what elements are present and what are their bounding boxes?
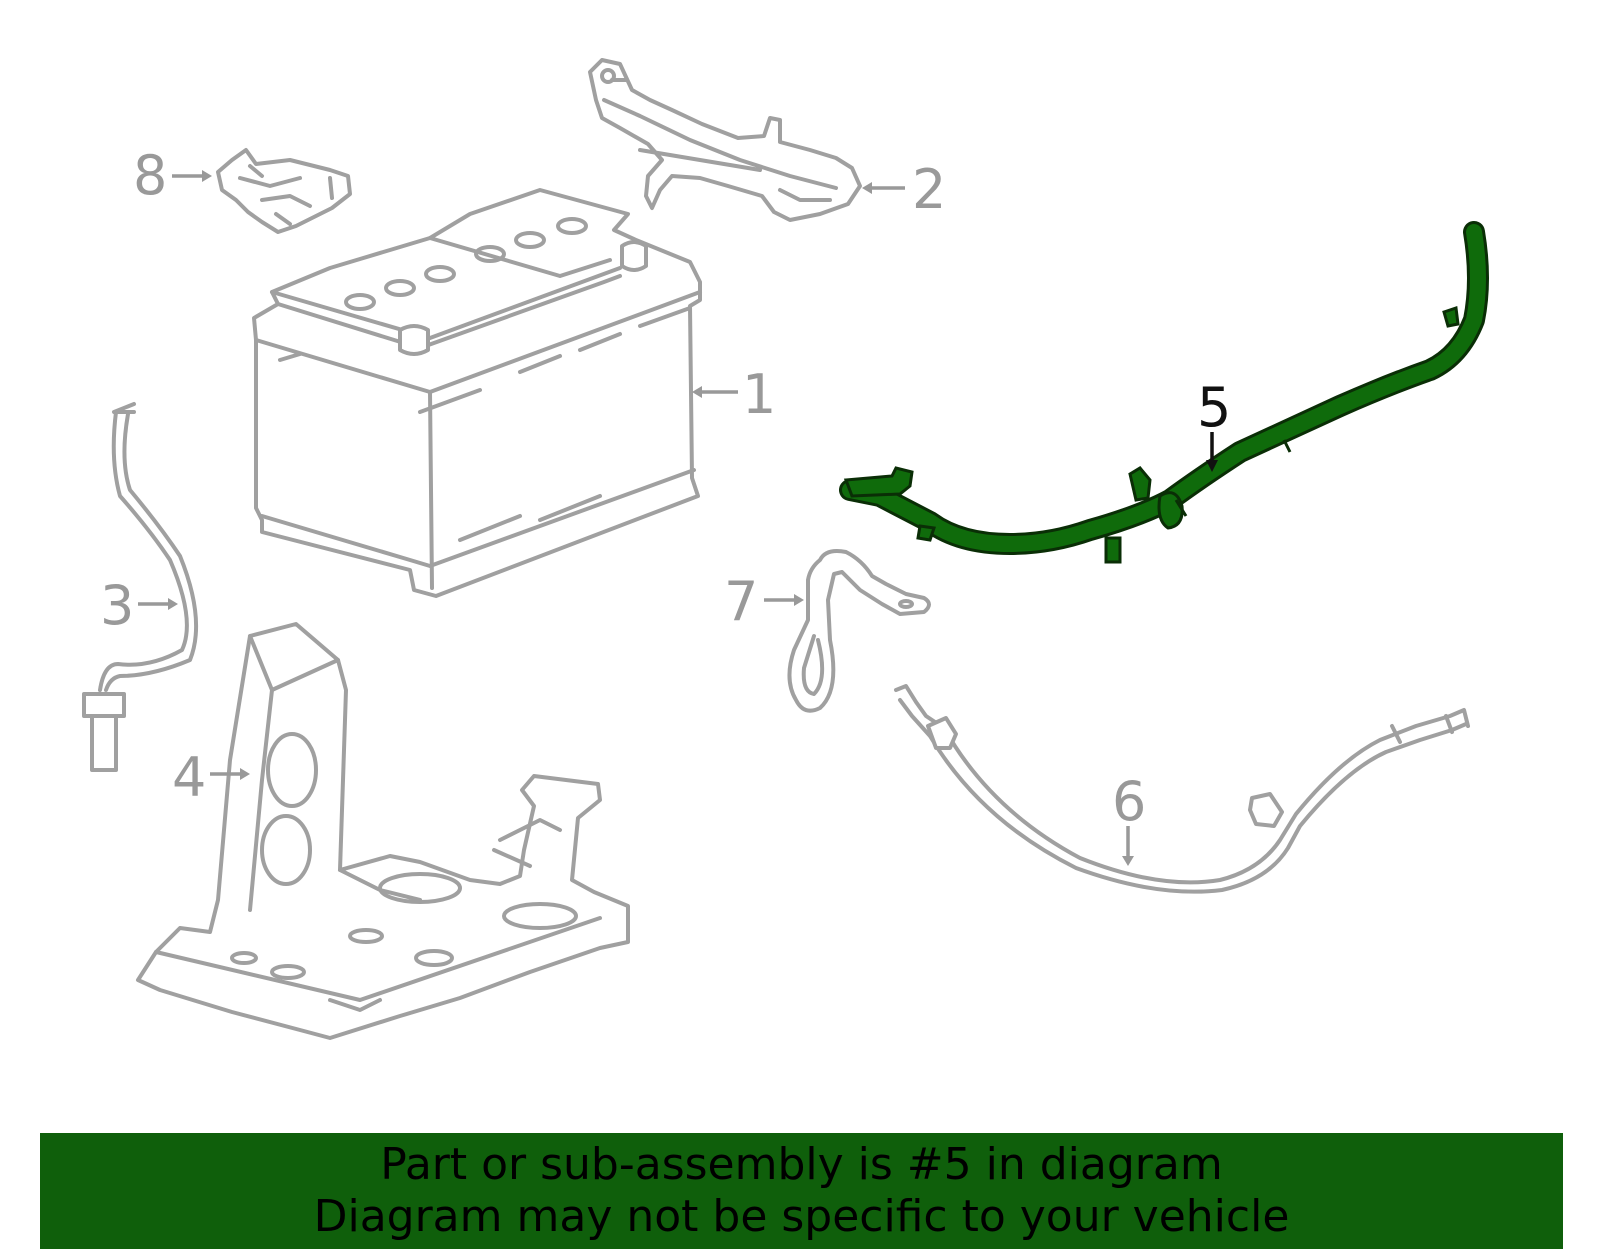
part-6-cable[interactable] — [894, 684, 1470, 894]
callout-2: 2 — [912, 158, 946, 221]
callout-3: 3 — [100, 574, 134, 637]
callout-5: 5 — [1197, 376, 1231, 439]
callout-3-arrowhead — [168, 598, 178, 610]
callout-4: 4 — [172, 746, 206, 809]
callout-4-arrowhead — [240, 768, 250, 780]
callout-7-arrowhead — [794, 594, 804, 606]
callout-6-arrowhead — [1122, 856, 1134, 866]
callout-7: 7 — [724, 570, 758, 633]
callout-2-arrowhead — [862, 182, 872, 194]
callout-1-arrowhead — [692, 386, 702, 398]
part-2-bracket[interactable] — [588, 58, 862, 222]
callout-1: 1 — [742, 363, 776, 426]
part-1-battery[interactable] — [252, 188, 702, 598]
callout-8: 8 — [133, 144, 167, 207]
banner-line-1: Part or sub-assembly is #5 in diagram — [380, 1139, 1223, 1190]
part-3-vent-tube[interactable] — [82, 402, 199, 772]
part-8-sensor[interactable] — [216, 148, 352, 234]
banner-line-2: Diagram may not be specific to your vehi… — [313, 1191, 1290, 1242]
part-5-cable-highlighted[interactable] — [839, 221, 1489, 564]
callout-6: 6 — [1112, 770, 1146, 833]
part-7-ground-strap[interactable] — [787, 549, 931, 713]
callout-8-arrowhead — [202, 170, 212, 182]
part-4-battery-tray[interactable] — [136, 622, 630, 1040]
info-banner: Part or sub-assembly is #5 in diagram Di… — [40, 1133, 1563, 1249]
callout-5-arrowhead — [1206, 460, 1218, 472]
